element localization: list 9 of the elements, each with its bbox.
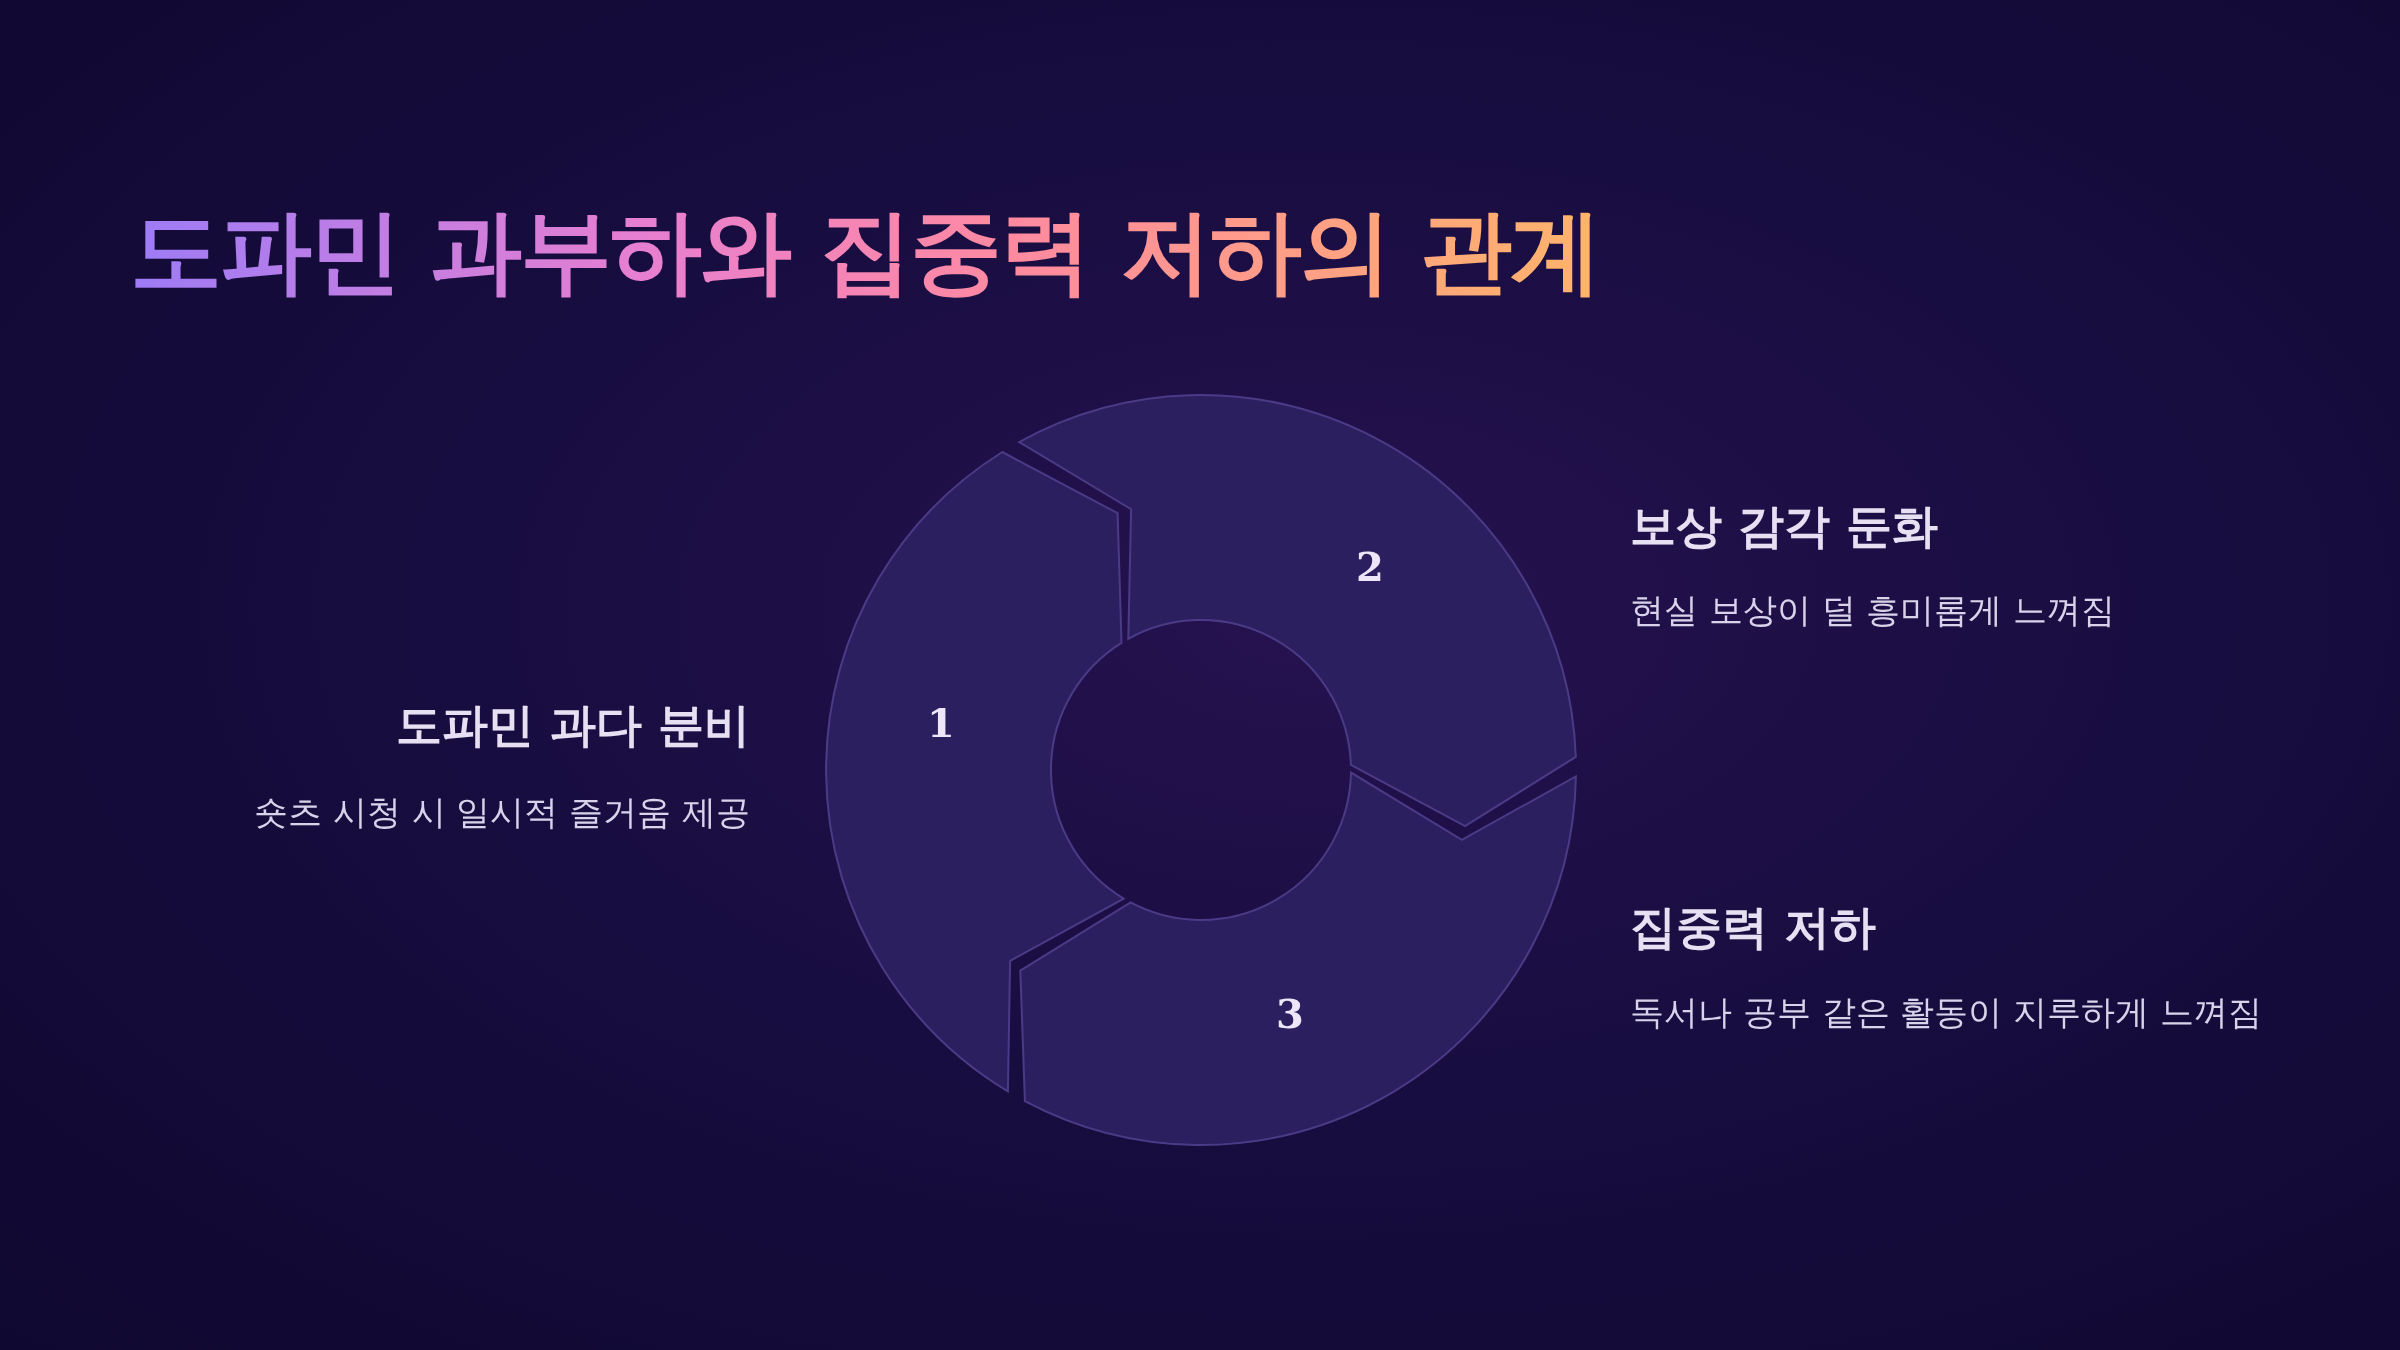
- step-number: 3: [1276, 989, 1304, 1037]
- step-number: 1: [927, 698, 955, 746]
- step-heading: 집중력 저하: [1630, 899, 1876, 956]
- step-number: 2: [1356, 542, 1384, 590]
- step-description: 현실 보상이 덜 흥미롭게 느껴짐: [1630, 589, 2116, 632]
- step-description: 독서나 공부 같은 활동이 지루하게 느껴짐: [1630, 991, 2263, 1034]
- step-heading: 도파민 과다 분비: [395, 697, 750, 754]
- step-heading: 보상 감각 둔화: [1630, 498, 1939, 555]
- step-description: 숏츠 시청 시 일시적 즐거움 제공: [253, 791, 750, 834]
